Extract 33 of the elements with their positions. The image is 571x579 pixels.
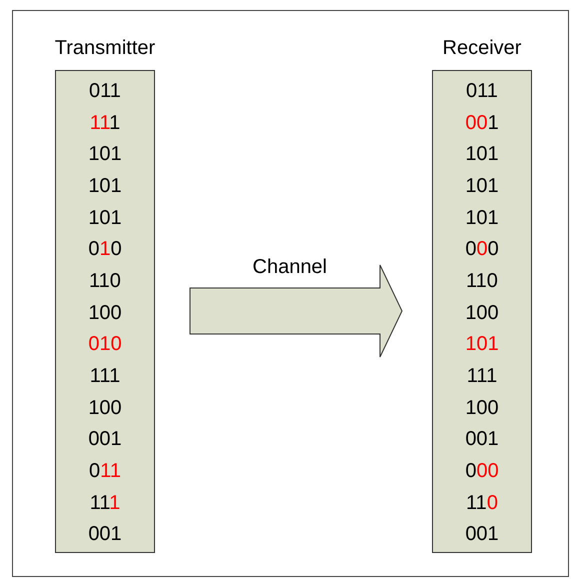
bit-string: 101 xyxy=(464,332,500,356)
bit-string: 110 xyxy=(465,268,499,293)
bit-string: 001 xyxy=(464,522,500,546)
bit-string: 010 xyxy=(87,237,123,262)
bit-string: 001 xyxy=(87,522,123,546)
bit-string: 110 xyxy=(88,268,122,293)
bit-string: 111 xyxy=(88,490,122,514)
bit-string: 101 xyxy=(87,142,123,166)
bit-string: 000 xyxy=(464,458,500,483)
bit-string: 001 xyxy=(464,427,500,452)
bit-string: 100 xyxy=(87,300,123,324)
bit-string: 000 xyxy=(464,237,500,262)
bit-string: 011 xyxy=(465,78,499,103)
bit-string: 101 xyxy=(87,174,123,198)
bit-string: 101 xyxy=(464,174,500,198)
bit-string: 001 xyxy=(87,427,123,452)
bit-string: 101 xyxy=(464,206,500,230)
bit-string: 100 xyxy=(87,396,123,420)
bit-string: 111 xyxy=(88,364,122,388)
bit-string: 100 xyxy=(464,396,500,420)
bit-string: 010 xyxy=(87,332,123,356)
bit-string: 110 xyxy=(465,490,499,514)
bit-string: 101 xyxy=(464,142,500,166)
bit-string: 111 xyxy=(466,364,498,388)
bit-string: 001 xyxy=(464,110,500,134)
block-arrow xyxy=(190,264,403,358)
column-heading: Transmitter xyxy=(54,36,156,61)
bit-string: 101 xyxy=(87,206,123,230)
bit-string: 111 xyxy=(88,110,122,134)
bit-string: 100 xyxy=(464,300,500,324)
column-heading: Receiver xyxy=(442,36,522,61)
bit-string: 011 xyxy=(88,78,122,103)
bit-string: 011 xyxy=(88,458,122,483)
